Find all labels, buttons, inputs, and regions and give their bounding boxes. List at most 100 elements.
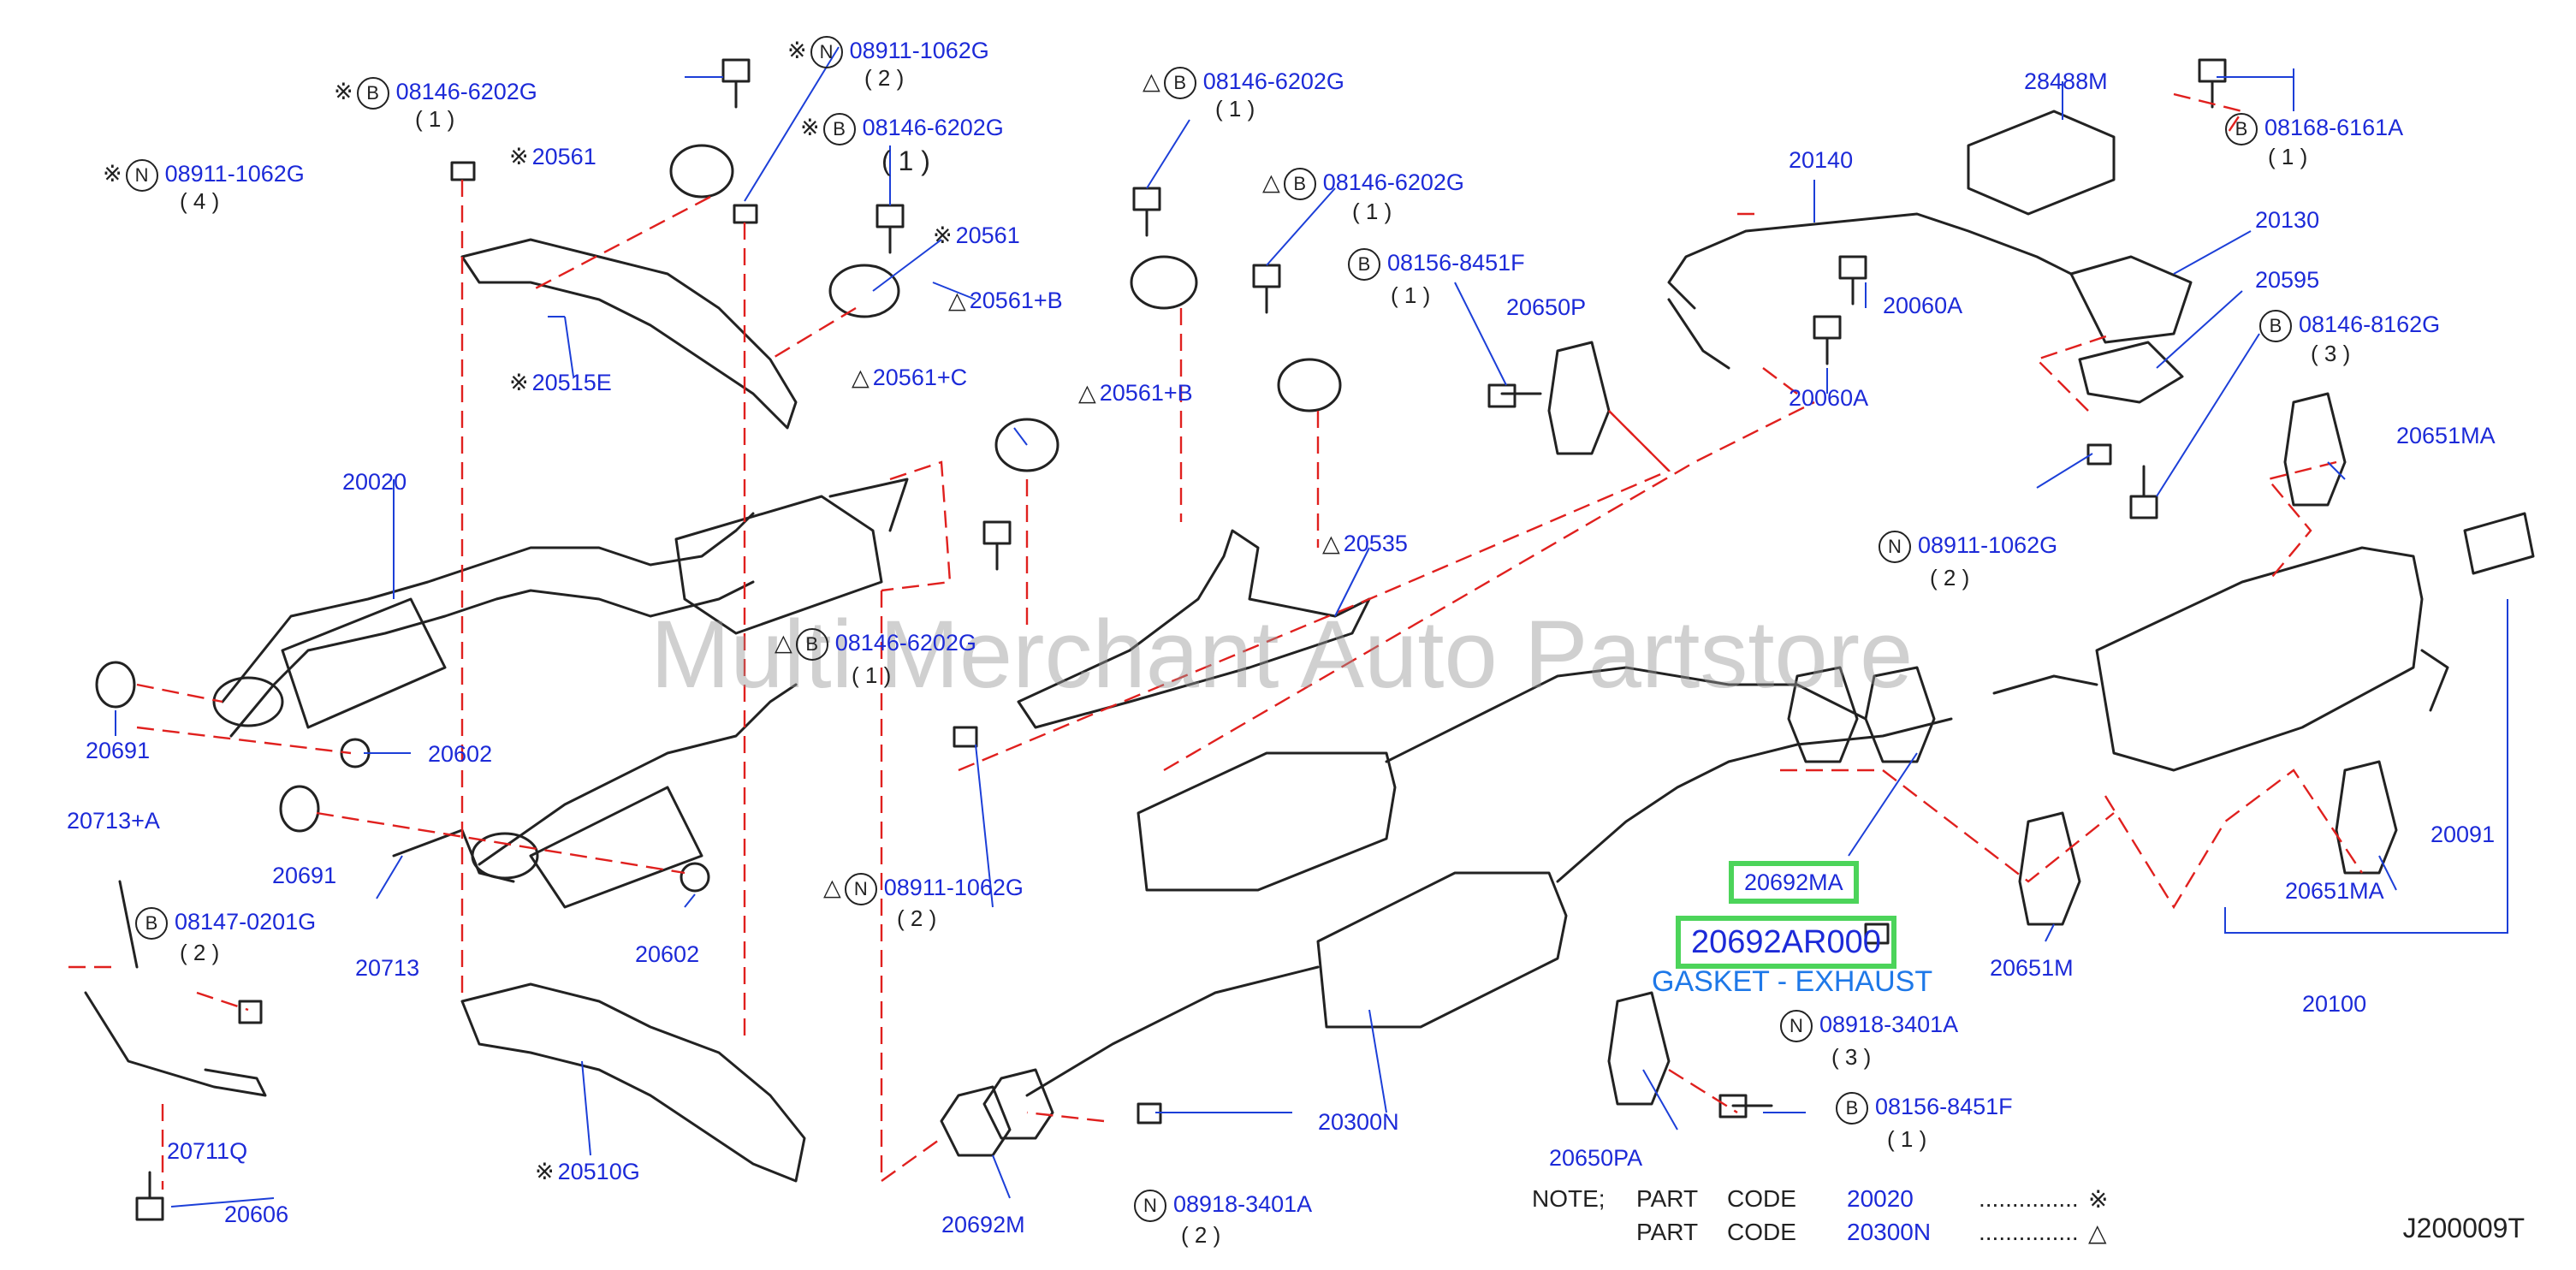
part-20561B-b[interactable]: △20561+B xyxy=(1078,380,1193,406)
part-20713A[interactable]: 20713+A xyxy=(67,808,160,834)
part-20651M[interactable]: 20651M xyxy=(1990,955,2074,981)
note-title: NOTE; xyxy=(1532,1185,1606,1212)
circled-b-icon: B xyxy=(822,113,856,145)
part-20692AR000-highlight[interactable]: 20692AR000 xyxy=(1676,916,1896,969)
part-20515E[interactable]: ※20515E xyxy=(509,370,612,395)
circled-b-icon: B xyxy=(795,628,828,661)
note-row1-symbol: ※ xyxy=(2088,1186,2109,1213)
front-pipe-upper xyxy=(221,512,755,703)
qty-08146-6202G-c2: ( 1 ) xyxy=(1352,199,1392,224)
muffler-20300n-lower xyxy=(1316,871,1568,1029)
part-20691-a[interactable]: 20691 xyxy=(86,738,151,763)
mid-pipe-lower xyxy=(1556,717,1953,883)
heat-shield-lower xyxy=(460,982,806,1183)
nut-08911-c xyxy=(953,726,978,748)
qty-08146-6202G-mid: ( 1 ) xyxy=(881,145,930,176)
qty-08147-0201G: ( 2 ) xyxy=(180,940,220,965)
bolt-08146-d xyxy=(1252,264,1281,314)
tail-tip-20091 xyxy=(2463,512,2535,575)
part-20651MA-a[interactable]: 20651MA xyxy=(2396,423,2496,448)
part-20650PA[interactable]: 20650PA xyxy=(1549,1145,1643,1171)
part-20091[interactable]: 20091 xyxy=(2431,822,2496,847)
circled-b-icon: B xyxy=(356,77,389,110)
part-20020[interactable]: 20020 xyxy=(342,469,407,495)
part-20561-a[interactable]: ※20561 xyxy=(509,144,597,169)
part-20561-b[interactable]: ※20561 xyxy=(933,223,1020,248)
part-20692M[interactable]: 20692M xyxy=(941,1212,1025,1237)
part-20300N[interactable]: 20300N xyxy=(1318,1109,1399,1135)
circled-n-icon: N xyxy=(1879,531,1911,563)
bolt-08168 xyxy=(2198,58,2227,109)
part-20651MA-b[interactable]: 20651MA xyxy=(2285,878,2384,904)
bolt-08146-c xyxy=(1132,187,1161,237)
rear-inlet-pipe xyxy=(1992,674,2098,695)
rear-hanger-bracket xyxy=(2420,649,2449,712)
mid-pipe-upper xyxy=(1385,666,1867,763)
bracket-20595 xyxy=(2078,341,2184,404)
part-20595[interactable]: 20595 xyxy=(2255,267,2320,293)
part-20713[interactable]: 20713 xyxy=(355,955,420,981)
mount-20650p xyxy=(1547,341,1611,455)
qty-08156-8451F-bot: ( 1 ) xyxy=(1887,1126,1927,1152)
bracket-20713a xyxy=(118,880,139,969)
bolt-08147 xyxy=(238,1000,263,1024)
part-20130[interactable]: 20130 xyxy=(2255,207,2320,233)
circled-n-icon: N xyxy=(844,873,877,905)
part-28488M[interactable]: 28488M xyxy=(2024,68,2108,94)
part-20606[interactable]: 20606 xyxy=(224,1202,289,1227)
center-pipe-20535 xyxy=(1017,529,1371,729)
bolt-08146-e xyxy=(982,520,1012,571)
part-20510G[interactable]: ※20510G xyxy=(535,1159,640,1184)
circled-b-icon: B xyxy=(1163,67,1196,99)
note-row2-code[interactable]: 20300N xyxy=(1847,1219,1932,1245)
clamp-20561-b xyxy=(828,264,900,318)
bolt-08156-bot xyxy=(1718,1094,1773,1119)
part-20060A-a[interactable]: 20060A xyxy=(1883,293,1963,318)
circled-b-icon: B xyxy=(1836,1092,1868,1125)
part-20691-b[interactable]: 20691 xyxy=(272,863,337,888)
part-20535[interactable]: △20535 xyxy=(1322,531,1408,556)
part-description: GASKET - EXHAUST xyxy=(1652,965,1933,998)
flange-front-upper xyxy=(212,676,284,727)
part-20561B-a[interactable]: △20561+B xyxy=(948,288,1063,313)
part-20561C[interactable]: △20561+C xyxy=(852,365,968,390)
part-20060A-b[interactable]: 20060A xyxy=(1789,385,1869,411)
rear-muffler-20100 xyxy=(2095,546,2424,772)
muffler-20300n-upper xyxy=(1137,751,1397,892)
part-20140[interactable]: 20140 xyxy=(1789,147,1854,173)
part-20692MA-highlight[interactable]: 20692MA xyxy=(1729,861,1859,904)
circled-b-icon: B xyxy=(1283,168,1316,200)
bolt-20060a-a xyxy=(1838,255,1867,306)
qty-08911-1062G-c: ( 2 ) xyxy=(897,905,937,931)
part-20100[interactable]: 20100 xyxy=(2302,991,2367,1017)
note-row2-part: PART xyxy=(1636,1219,1699,1245)
bracket-20713 xyxy=(392,828,515,883)
note-row1-code-word: CODE xyxy=(1727,1185,1796,1212)
front-pipe-upper-edge xyxy=(229,580,755,738)
bolt-08146-b xyxy=(875,204,905,254)
part-20711Q[interactable]: 20711Q xyxy=(167,1138,248,1164)
sensor-lead-20140 xyxy=(1667,298,1730,370)
clamp-20561-a xyxy=(669,144,734,199)
part-20602-a[interactable]: 20602 xyxy=(428,741,493,767)
gasket-20692ma xyxy=(1787,666,1859,763)
part-20602-b[interactable]: 20602 xyxy=(635,941,700,967)
part-20650P[interactable]: 20650P xyxy=(1506,294,1587,320)
note-row1-code[interactable]: 20020 xyxy=(1847,1185,1914,1212)
